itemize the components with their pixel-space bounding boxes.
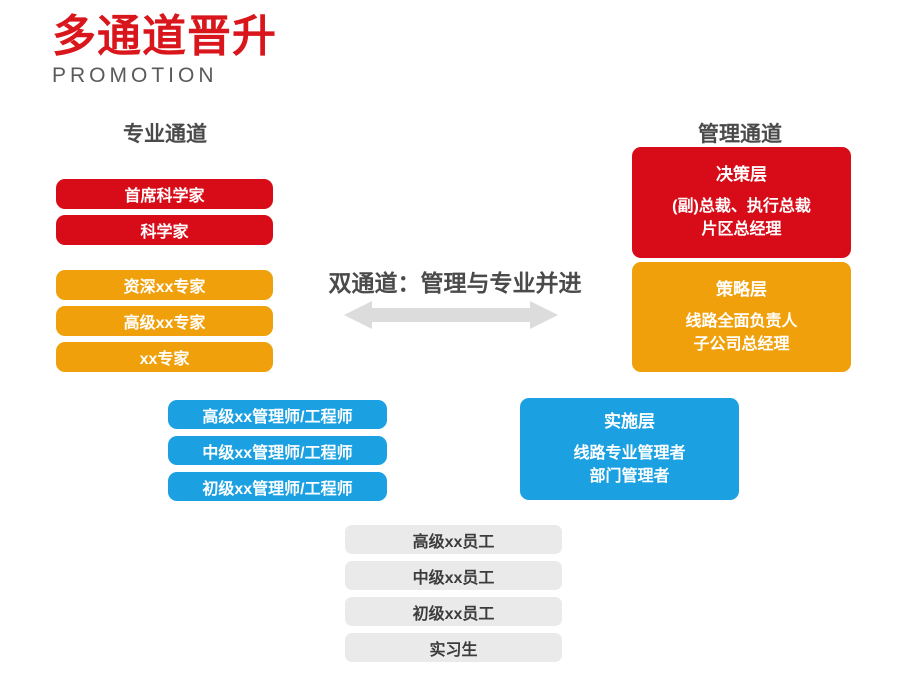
management-block-strategy[interactable]: 策略层 线路全面负责人 子公司总经理 xyxy=(632,262,851,372)
management-block-strategy-line-2: 子公司总经理 xyxy=(693,335,790,353)
management-block-implementation[interactable]: 实施层 线路专业管理者 部门管理者 xyxy=(520,398,739,500)
management-block-implementation-line-1: 线路专业管理者 xyxy=(573,444,686,462)
track-item-middle-manager-engineer[interactable]: 中级xx管理师/工程师 xyxy=(168,436,387,465)
heading-professional-track: 专业通道 xyxy=(123,123,207,146)
track-item-senior-expert[interactable]: 资深xx专家 xyxy=(56,270,273,300)
management-block-decision-title: 决策层 xyxy=(716,165,767,185)
track-item-scientist[interactable]: 科学家 xyxy=(56,215,273,245)
track-item-chief-scientist[interactable]: 首席科学家 xyxy=(56,179,273,209)
management-block-strategy-line-1: 线路全面负责人 xyxy=(685,312,798,330)
track-item-junior-staff[interactable]: 初级xx员工 xyxy=(345,597,562,626)
track-item-advanced-expert[interactable]: 高级xx专家 xyxy=(56,306,273,336)
page-subtitle: PROMOTION xyxy=(52,64,218,88)
page-title: 多通道晋升 xyxy=(52,12,277,61)
track-item-senior-staff[interactable]: 高级xx员工 xyxy=(345,525,562,554)
center-caption: 双通道：管理与专业并进 xyxy=(328,270,582,296)
management-block-strategy-title: 策略层 xyxy=(716,279,767,299)
double-headed-arrow-icon xyxy=(344,300,558,330)
management-block-implementation-title: 实施层 xyxy=(604,411,655,431)
management-block-decision[interactable]: 决策层 (副)总裁、执行总裁 片区总经理 xyxy=(632,147,851,258)
management-block-implementation-line-2: 部门管理者 xyxy=(589,467,670,485)
track-item-intern[interactable]: 实习生 xyxy=(345,633,562,662)
track-item-expert[interactable]: xx专家 xyxy=(56,342,273,372)
track-item-junior-manager-engineer[interactable]: 初级xx管理师/工程师 xyxy=(168,472,387,501)
track-item-middle-staff[interactable]: 中级xx员工 xyxy=(345,561,562,590)
heading-management-track: 管理通道 xyxy=(698,123,782,146)
management-block-decision-line-1: (副)总裁、执行总裁 xyxy=(672,198,811,216)
title-block: 多通道晋升 PROMOTION xyxy=(52,12,277,88)
management-block-decision-line-2: 片区总经理 xyxy=(701,221,782,239)
track-item-senior-manager-engineer[interactable]: 高级xx管理师/工程师 xyxy=(168,400,387,429)
